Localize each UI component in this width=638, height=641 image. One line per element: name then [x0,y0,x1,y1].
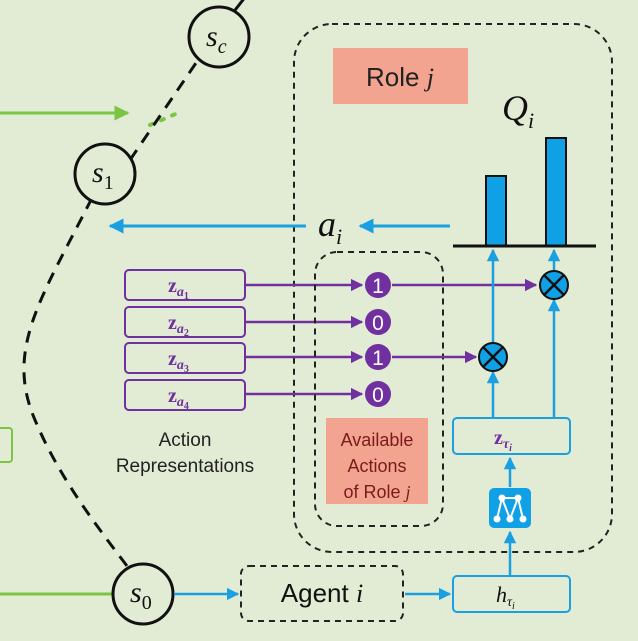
q-label: Qi [502,88,534,133]
action-rep-caption-2: Representations [116,456,254,477]
state-sc: sc [187,5,251,69]
mask-1: 1 [365,272,391,298]
svg-text:1: 1 [372,275,384,298]
svg-text:0: 0 [372,384,384,407]
role-label: Role j [366,62,434,92]
transition-dots [148,110,182,127]
available-actions-box [314,251,444,527]
svg-text:za1: za1 [168,275,189,302]
svg-text:za3: za3 [168,348,189,375]
action-rep-1: za1 [124,269,246,302]
action-rep-2: za2 [124,306,246,339]
trajectory-box: hτi [452,575,571,613]
agent-box: Agent i [240,565,404,622]
state-s0: s0 [111,562,175,626]
action-rep-caption-1: Action [159,430,212,451]
q-bar-2 [545,137,567,247]
svg-text:za2: za2 [168,312,189,339]
svg-text:s0: s0 [130,576,152,614]
available-actions-label-2: Actions [347,456,406,476]
svg-text:sc: sc [206,20,227,58]
multiply-icon [539,270,569,300]
action-rep-3: za3 [124,342,246,375]
available-actions-label-3: of Role j [343,482,410,502]
available-actions-label-bg [326,418,428,504]
role-label-bg [333,48,468,104]
svg-text:hτi: hτi [496,582,515,612]
state-s1: s1 [73,142,137,206]
partial-box [0,427,13,463]
role-box [293,23,613,553]
multiply-icon [478,342,508,372]
svg-text:za4: za4 [168,385,189,412]
svg-text:0: 0 [372,312,384,335]
q-bar-1 [485,175,507,247]
svg-text:1: 1 [372,347,384,370]
network-icon [489,488,531,528]
trajectory-path-upper [128,59,200,161]
action-rep-4: za4 [124,379,246,412]
svg-text:zτi: zτi [494,427,512,454]
mask-3: 1 [365,344,391,370]
available-actions-label-1: Available [341,430,414,450]
action-label: ai [318,204,342,249]
mask-2: 0 [365,309,391,335]
svg-text:Agent i: Agent i [281,578,363,608]
role-embedding-box: zτi [452,417,571,455]
svg-text:s1: s1 [92,156,114,194]
mask-4: 0 [365,381,391,407]
trajectory-path [22,197,132,571]
